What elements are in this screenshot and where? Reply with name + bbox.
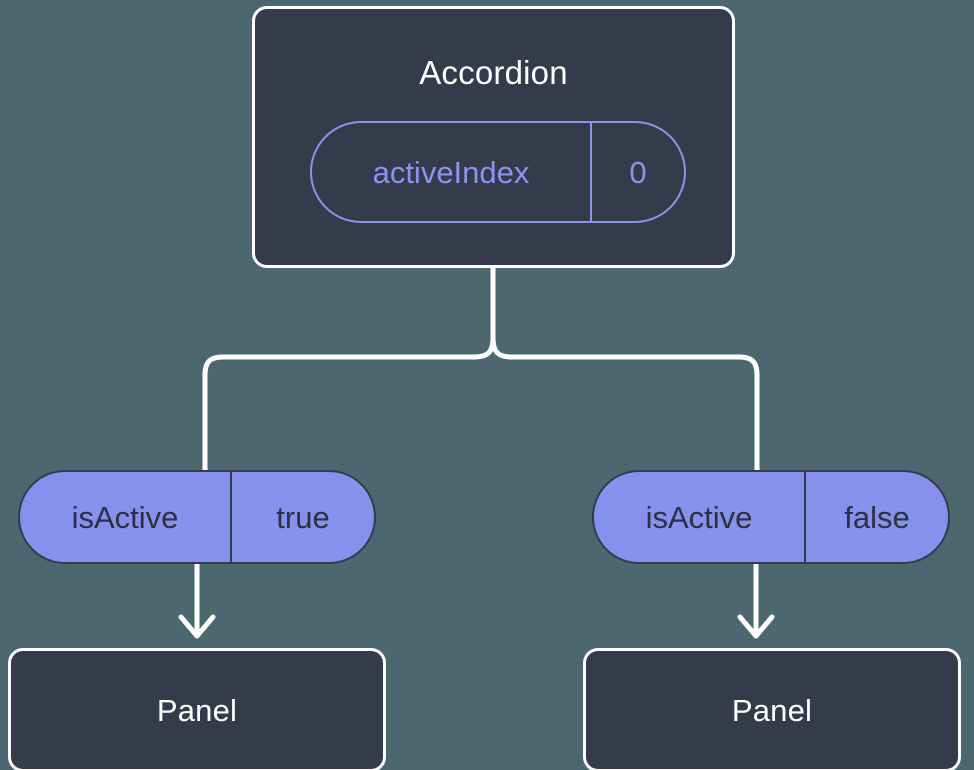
- panel-node-right[interactable]: Panel: [583, 648, 961, 770]
- connector-fork-right: [490, 335, 760, 473]
- prop-pill-right[interactable]: isActive false: [592, 470, 950, 564]
- accordion-state-value: 0: [590, 123, 684, 221]
- accordion-state-pill[interactable]: activeIndex 0: [310, 121, 686, 223]
- panel-node-left[interactable]: Panel: [8, 648, 386, 770]
- arrow-left-head: [178, 614, 216, 639]
- panel-node-left-title: Panel: [156, 692, 238, 728]
- connector-fork-left: [202, 335, 496, 473]
- accordion-state-key: activeIndex: [372, 154, 530, 190]
- prop-pill-right-value: false: [804, 472, 948, 562]
- prop-pill-left-value: true: [230, 472, 374, 562]
- accordion-component-node[interactable]: Accordion activeIndex 0: [252, 6, 735, 268]
- arrow-right-group: [737, 561, 775, 639]
- prop-pill-left-key: isActive: [71, 499, 179, 535]
- prop-pill-left[interactable]: isActive true: [18, 470, 376, 564]
- arrow-left-group: [178, 561, 216, 639]
- arrow-right-head: [737, 614, 775, 639]
- accordion-node-title: Accordion: [419, 54, 568, 91]
- panel-node-right-title: Panel: [731, 692, 813, 728]
- prop-pill-right-key: isActive: [645, 499, 753, 535]
